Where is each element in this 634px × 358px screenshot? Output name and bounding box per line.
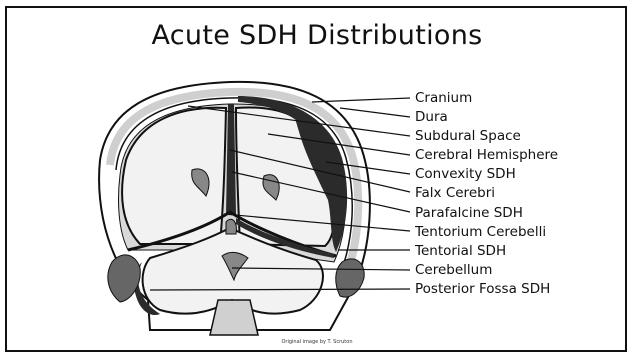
label-cerebral-hemisphere: Cerebral Hemisphere (415, 147, 558, 163)
third-ventricle (226, 219, 236, 234)
label-subdural-space: Subdural Space (415, 128, 521, 144)
label-convexity-sdh: Convexity SDH (415, 166, 516, 182)
label-cerebellum: Cerebellum (415, 262, 492, 278)
label-tentorial-sdh: Tentorial SDH (415, 243, 506, 259)
right-mastoid (336, 259, 364, 297)
label-falx-cerebri: Falx Cerebri (415, 185, 495, 201)
label-tentorium-cerebelli: Tentorium Cerebelli (415, 224, 546, 240)
label-parafalcine-sdh: Parafalcine SDH (415, 205, 523, 221)
label-dura: Dura (415, 109, 448, 125)
label-posterior-fossa-sdh: Posterior Fossa SDH (415, 281, 550, 297)
image-credit: Original image by T. Scruton (0, 339, 634, 345)
left-mastoid (108, 255, 140, 302)
brainstem (210, 300, 258, 335)
label-cranium: Cranium (415, 90, 472, 106)
